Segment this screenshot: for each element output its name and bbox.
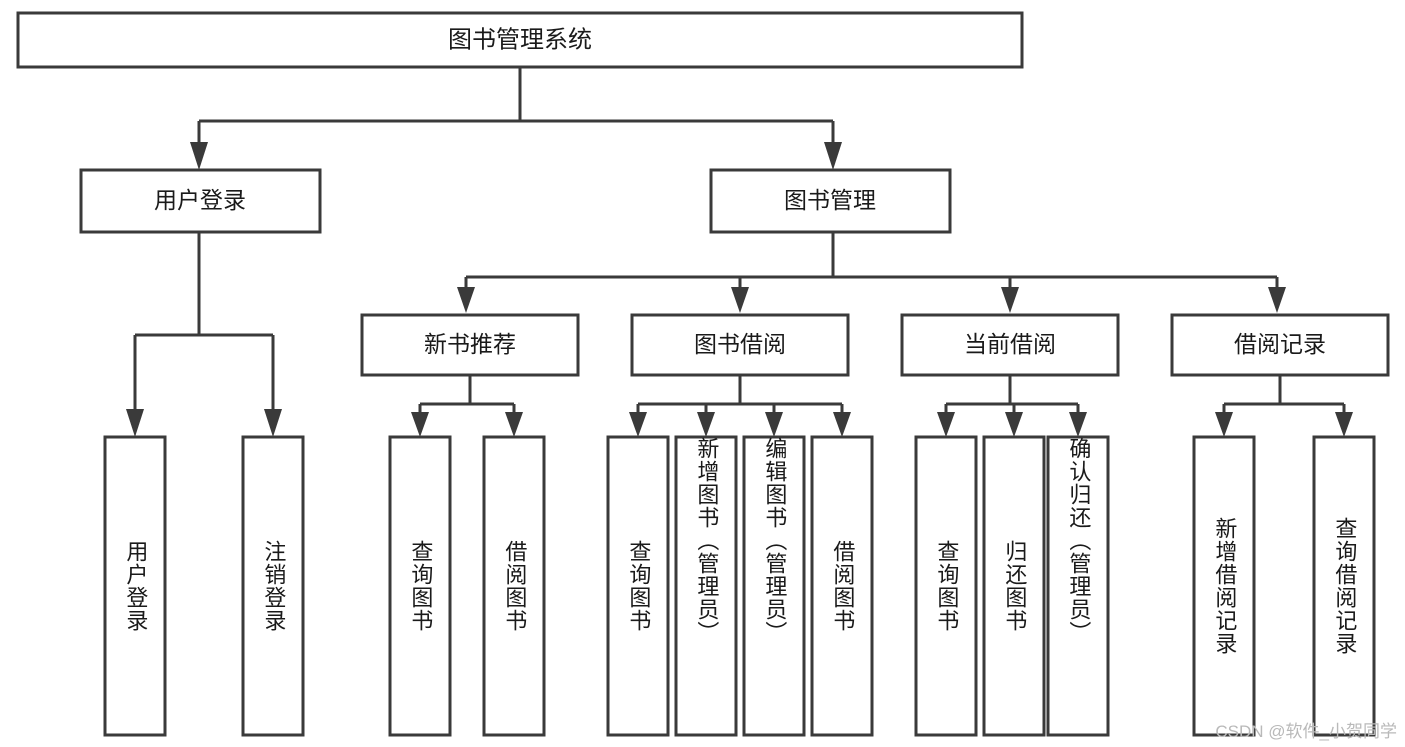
arrow-root-to-book [824,142,842,170]
arrow-user-leaf-1 [126,409,144,437]
arrow-borrow-leaf-1 [629,412,647,437]
arrow-user-leaf-2 [264,409,282,437]
arrow-new-leaf-1 [411,412,429,437]
leaf-current-borrow-3[interactable] [1046,435,1110,737]
leaf-new-book-1[interactable] [388,435,452,737]
arrow-book-to-current [1001,287,1019,313]
leaf-book-borrow-3[interactable] [742,435,806,737]
arrow-book-to-record [1268,287,1286,313]
leaf-user-login-1[interactable] [103,435,167,737]
arrow-root-to-user [190,142,208,170]
arrow-current-leaf-3 [1069,412,1087,437]
node-book-borrow[interactable] [630,313,850,377]
node-book-manage[interactable] [709,168,952,234]
leaf-borrow-record-2[interactable] [1312,435,1376,737]
leaf-current-borrow-2[interactable] [982,435,1046,737]
leaf-current-borrow-1[interactable] [914,435,978,737]
watermark-text: CSDN @软件_小贺同学 [1215,722,1397,741]
arrow-borrow-leaf-4 [833,412,851,437]
leaf-borrow-record-1[interactable] [1192,435,1256,737]
node-book-borrow-label: 图书借阅 [694,331,786,357]
node-borrow-record[interactable] [1170,313,1390,377]
arrow-record-leaf-1 [1215,412,1233,437]
node-current-borrow[interactable] [900,313,1120,377]
arrow-borrow-leaf-3 [765,412,783,437]
leaf-user-login-2[interactable] [241,435,305,737]
arrow-book-to-new [457,287,475,313]
leaf-book-borrow-1[interactable] [606,435,670,737]
leaf-new-book-2[interactable] [482,435,546,737]
node-new-book-rec-label: 新书推荐 [424,331,516,357]
node-new-book-rec[interactable] [360,313,580,377]
node-root-label: 图书管理系统 [448,26,592,53]
node-user-login-label: 用户登录 [154,187,246,213]
node-root[interactable] [16,11,1024,69]
arrow-book-to-borrow [731,287,749,313]
arrow-record-leaf-2 [1335,412,1353,437]
node-borrow-record-label: 借阅记录 [1234,331,1326,357]
arrow-new-leaf-2 [505,412,523,437]
leaf-book-borrow-4[interactable] [810,435,874,737]
leaf-book-borrow-2[interactable] [674,435,738,737]
node-book-manage-label: 图书管理 [784,187,876,213]
arrow-borrow-leaf-2 [697,412,715,437]
arrow-current-leaf-2 [1005,412,1023,437]
arrow-current-leaf-1 [937,412,955,437]
node-user-login[interactable] [79,168,322,234]
node-current-borrow-label: 当前借阅 [964,331,1056,357]
